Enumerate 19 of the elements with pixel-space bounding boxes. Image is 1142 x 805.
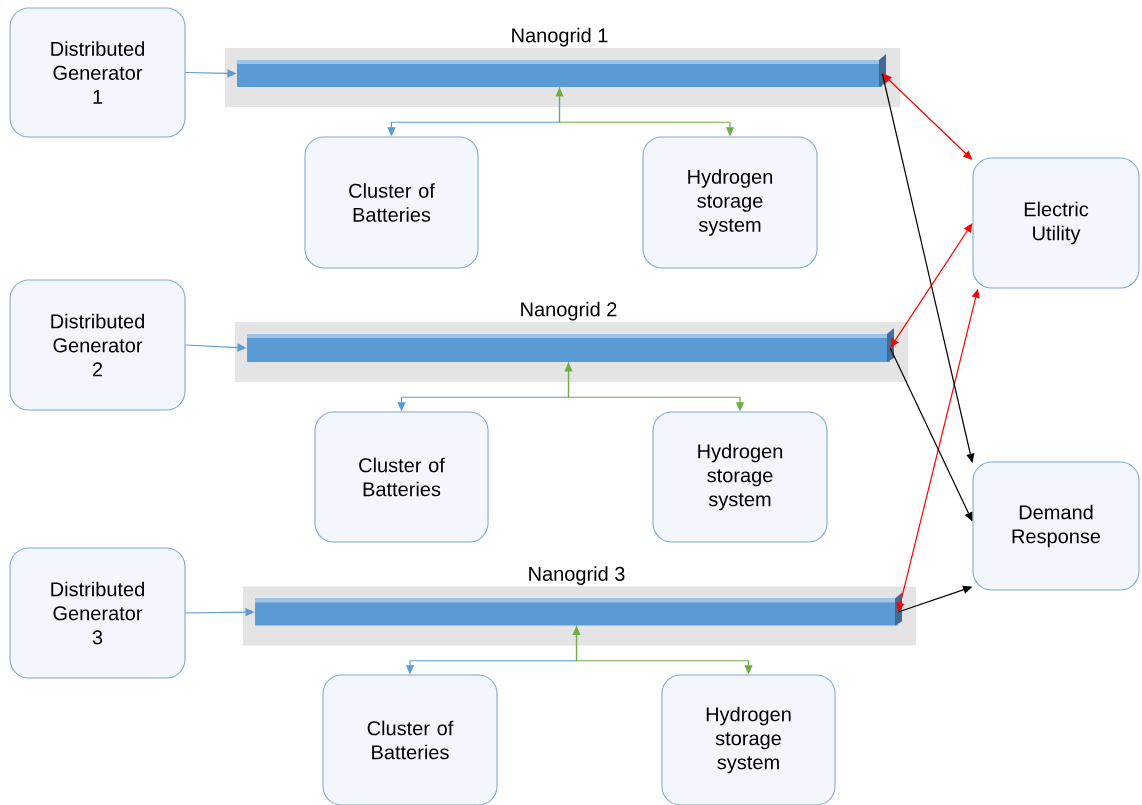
bus-bar bbox=[243, 586, 916, 646]
bar-label: Nanogrid 2 bbox=[521, 301, 617, 321]
rounded-box: Hydrogen storage system bbox=[642, 136, 818, 269]
bar-label: Nanogrid 1 bbox=[512, 27, 608, 47]
rounded-box: Electric Utility bbox=[972, 157, 1140, 289]
arrow bbox=[890, 223, 973, 348]
rounded-box: Hydrogen storage system bbox=[661, 674, 836, 805]
rounded-box: Hydrogen storage system bbox=[652, 411, 828, 543]
arrow bbox=[881, 72, 975, 463]
rounded-box: Cluster of Batteries bbox=[304, 136, 479, 269]
bus-bar bbox=[235, 322, 908, 382]
rounded-box: Distributed Generator 2 bbox=[9, 279, 186, 411]
bus-bar bbox=[225, 48, 900, 107]
bar-label: Nanogrid 3 bbox=[529, 566, 625, 585]
rounded-box: Distributed Generator 3 bbox=[9, 547, 186, 679]
rounded-box: Distributed Generator 1 bbox=[9, 7, 186, 138]
rounded-box: Cluster of Batteries bbox=[314, 411, 489, 543]
rounded-box: Demand Response bbox=[972, 461, 1140, 591]
rounded-box: Cluster of Batteries bbox=[322, 674, 498, 805]
